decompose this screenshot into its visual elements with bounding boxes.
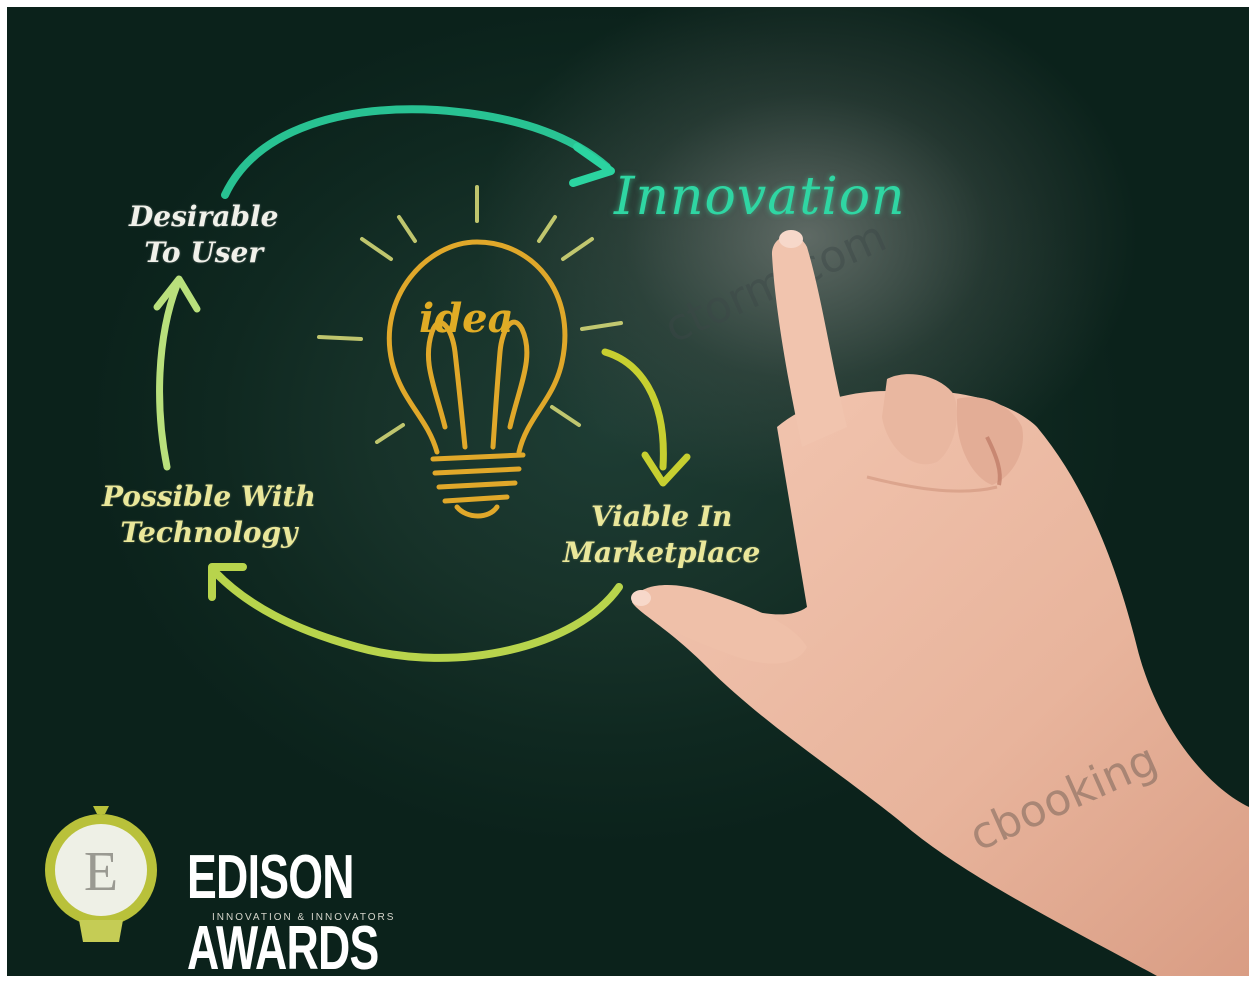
edison-awards-logo: E EDISON AWARDS INNOVATION & INNOVATORS: [39, 802, 499, 976]
edison-badge-icon: E: [45, 806, 157, 942]
desirable-line-1: Desirable: [129, 200, 279, 233]
possible-line-2: Technology: [120, 516, 298, 549]
logo-tagline: INNOVATION & INNOVATORS: [212, 912, 396, 923]
innovation-label: Innovation: [614, 167, 906, 227]
viable-line-1: Viable In: [591, 500, 733, 533]
possible-line-1: Possible With: [102, 480, 316, 513]
desirable-label: Desirable To User: [129, 199, 278, 271]
possible-label: Possible With Technology: [102, 479, 316, 551]
pointing-hand: [631, 230, 1249, 976]
logo-title: EDISON AWARDS: [187, 843, 379, 976]
lightbulb-icon: [386, 239, 568, 519]
badge-letter: E: [84, 841, 118, 903]
diagram-arrows: [153, 105, 691, 662]
desirable-line-2: To User: [144, 236, 264, 269]
idea-label: idea: [419, 295, 514, 342]
chalkboard: Innovation Desirable To User Possible Wi…: [7, 7, 1249, 976]
viable-label: Viable In Marketplace: [563, 499, 760, 571]
viable-line-2: Marketplace: [563, 536, 761, 569]
